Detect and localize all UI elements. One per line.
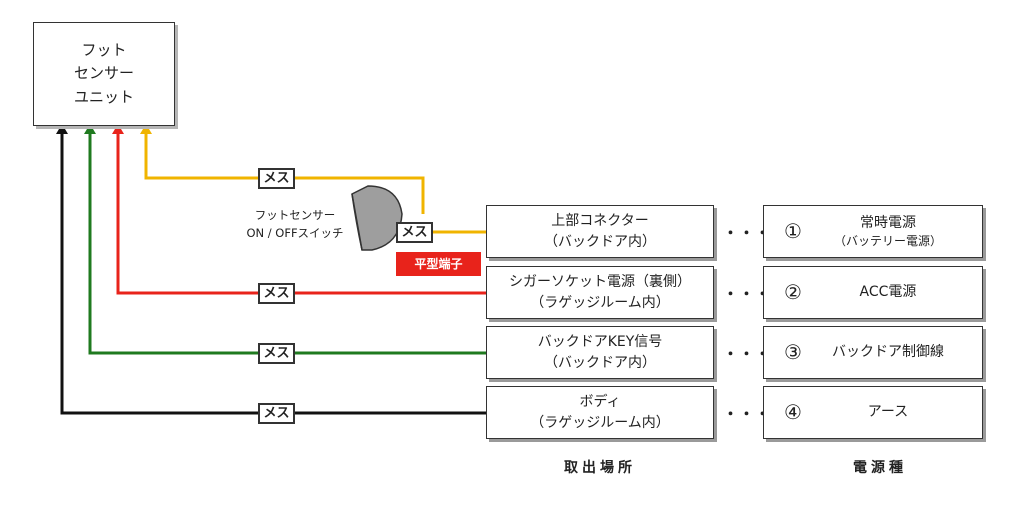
location-3-line1: バックドアKEY信号 bbox=[537, 334, 663, 351]
location-1-line2: （バックドア内） bbox=[544, 233, 656, 250]
location-box-2: シガーソケット電源（裏側） （ラゲッジルーム内） bbox=[486, 266, 714, 319]
unit-label-line3: ユニット bbox=[73, 87, 134, 106]
power-type-1-name: 常時電源 bbox=[860, 214, 916, 231]
switch-label-line2: ON / OFFスイッチ bbox=[246, 225, 344, 240]
location-box-3: バックドアKEY信号 （バックドア内） bbox=[486, 326, 714, 379]
black-arrowhead bbox=[56, 124, 68, 134]
female-connector-switch: メス bbox=[396, 222, 433, 243]
power-type-box-4: ④ アース bbox=[763, 386, 983, 439]
location-3-line2: （バックドア内） bbox=[544, 354, 656, 371]
power-type-box-3: ③ バックドア制御線 bbox=[763, 326, 983, 379]
power-column-header: 電源種 bbox=[853, 460, 907, 476]
power-type-4-number: ④ bbox=[784, 400, 802, 424]
location-4-line2: （ラゲッジルーム内） bbox=[530, 414, 670, 431]
unit-label-line1: フット bbox=[81, 41, 127, 60]
dots-3: ・・・ bbox=[723, 345, 772, 363]
female-connector-red: メス bbox=[258, 283, 295, 304]
green-wire bbox=[88, 132, 486, 355]
power-type-box-1: ① 常時電源 （バッテリー電源） bbox=[763, 205, 983, 258]
switch-label: フットセンサー ON / OFFスイッチ bbox=[225, 207, 365, 243]
power-type-2-name: ACC電源 bbox=[859, 284, 917, 301]
switch-icon bbox=[351, 185, 403, 251]
location-box-4: ボディ （ラゲッジルーム内） bbox=[486, 386, 714, 439]
power-type-1-sub: （バッテリー電源） bbox=[833, 233, 942, 248]
power-type-3-number: ③ bbox=[784, 340, 802, 364]
power-type-3-name: バックドア制御線 bbox=[832, 344, 944, 361]
location-box-1: 上部コネクター （バックドア内） bbox=[486, 205, 714, 258]
power-type-box-2: ② ACC電源 bbox=[763, 266, 983, 319]
flat-terminal-tag: 平型端子 bbox=[396, 252, 481, 276]
dots-2: ・・・ bbox=[723, 285, 772, 303]
foot-sensor-unit-box: フット センサー ユニット bbox=[33, 22, 175, 126]
female-connector-green: メス bbox=[258, 343, 295, 364]
unit-label-line2: センサー bbox=[73, 64, 134, 83]
green-arrowhead bbox=[84, 124, 96, 134]
power-type-4-name: アース bbox=[867, 404, 909, 421]
dots-4: ・・・ bbox=[723, 405, 772, 423]
dots-1: ・・・ bbox=[723, 224, 772, 242]
female-connector-yellow: メス bbox=[258, 168, 295, 189]
location-column-header: 取出場所 bbox=[564, 460, 636, 476]
power-type-2-text: ACC電源 bbox=[822, 282, 982, 302]
location-2-line1: シガーソケット電源（裏側） bbox=[509, 274, 691, 291]
red-arrowhead bbox=[112, 124, 124, 134]
power-type-1-text: 常時電源 （バッテリー電源） bbox=[822, 213, 982, 251]
power-type-2-number: ② bbox=[784, 280, 802, 304]
location-2-line2: （ラゲッジルーム内） bbox=[530, 294, 670, 311]
power-type-4-text: アース bbox=[822, 402, 982, 422]
switch-label-line1: フットセンサー bbox=[254, 208, 336, 222]
power-type-3-text: バックドア制御線 bbox=[822, 342, 982, 362]
yellow-arrowhead bbox=[140, 124, 152, 134]
female-connector-black: メス bbox=[258, 403, 295, 424]
power-type-1-number: ① bbox=[784, 219, 802, 243]
location-1-line1: 上部コネクター bbox=[551, 213, 649, 230]
red-wire bbox=[116, 132, 486, 295]
location-4-line1: ボディ bbox=[579, 394, 621, 411]
black-wire bbox=[60, 132, 486, 415]
